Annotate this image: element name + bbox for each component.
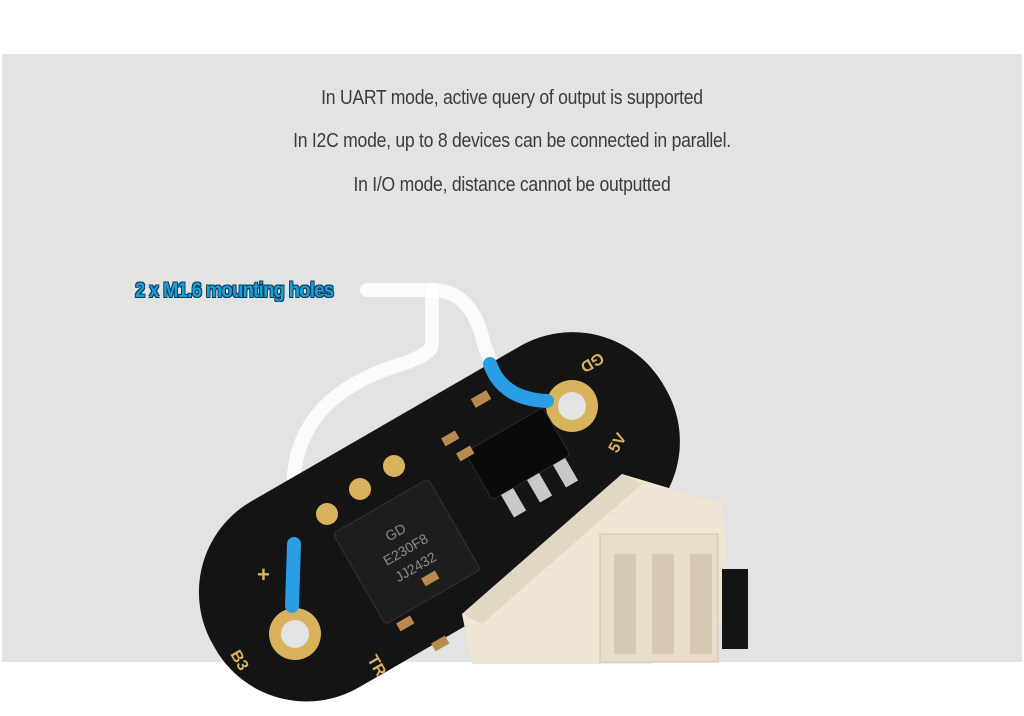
feature-line-i2c: In I2C mode, up to 8 devices can be conn… (293, 130, 731, 152)
mounting-hole-top (546, 380, 598, 432)
sensor-board-illustration: GD E230F8 JJ2432 GD 5V + B3 TR (198, 283, 748, 702)
feature-line-io: In I/O mode, distance cannot be outputte… (353, 174, 671, 196)
feature-line-uart: In UART mode, active query of output is … (321, 87, 703, 109)
product-panel: GD E230F8 JJ2432 GD 5V + B3 TR (2, 54, 1022, 702)
mounting-holes-callout: 2 x M1.6 mounting holes (135, 279, 334, 302)
leader-line-left (285, 283, 439, 619)
mounting-hole-bottom (269, 608, 321, 660)
mcu-chip: GD E230F8 JJ2432 (333, 479, 480, 624)
regulator-chip (465, 408, 579, 518)
gold-pin-pads (316, 455, 405, 525)
jst-connector (462, 474, 748, 664)
smd-components (396, 390, 492, 652)
leader-highlight-bottom (285, 537, 301, 613)
leader-highlight-top (483, 357, 554, 408)
silk-label-plus: + (257, 562, 270, 587)
